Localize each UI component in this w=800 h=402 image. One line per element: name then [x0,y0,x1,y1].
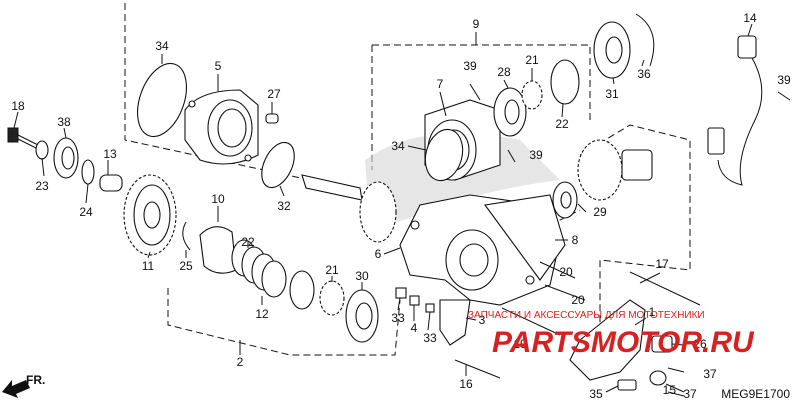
bearing-holder-5 [184,89,259,165]
circlip-36 [635,13,655,67]
callout-2: 2 [237,355,244,369]
callout-20b: 20 [571,293,585,307]
diagram-code: MEG9E1700 [721,387,790,401]
callout-24: 24 [79,205,93,219]
callout-12: 12 [255,307,269,321]
callout-21: 21 [325,263,339,277]
gasket-8 [484,194,566,281]
bearing-30 [345,289,379,343]
arm-3 [439,299,471,346]
bearing-38 [53,137,79,179]
callout-9: 9 [473,17,480,31]
callout-11: 11 [142,259,155,273]
o-ring-34 [137,62,187,138]
bolt-16 [454,359,501,379]
clip-35 [617,379,637,391]
watermark: ЗАПЧАСТИ И АКСЕССУАРЫ ДЛЯ МОТОТЕХНИКИ PA… [468,310,755,359]
callout-1: 1 [649,305,656,319]
front-arrow-label: FR. [26,373,45,387]
cam-10 [199,226,237,274]
bearing-29 [552,181,578,219]
washer-23 [35,140,49,160]
seal-4 [409,295,420,306]
callout-6: 6 [375,247,382,261]
bolts-37 [667,367,685,397]
spring-22 [231,239,287,298]
circlip-25 [182,221,191,251]
dowel-pin-27 [265,113,279,124]
callout-22-upper: 22 [555,117,569,131]
callout-20: 20 [559,265,573,279]
ring-gear [577,139,653,201]
callout-7: 7 [437,77,444,91]
callout-29: 29 [593,205,607,219]
callout-31: 31 [605,87,619,101]
callout-35: 35 [589,387,603,401]
callout-34: 34 [155,39,169,53]
cap-33 [395,287,407,299]
callout-22: 22 [241,235,255,249]
gear-11 [123,174,177,256]
nut-21-upper [521,80,543,110]
sensor-14 [707,35,763,186]
bolts-39 [469,83,516,163]
callout-3: 3 [479,313,486,327]
callouts: 34 5 27 32 18 38 23 24 13 11 25 10 22 12… [11,11,791,401]
bolt-19 [501,307,561,336]
callout-36: 36 [637,67,651,81]
cap-33b [425,303,435,313]
callout-13: 13 [103,147,117,161]
callout-37b: 37 [683,387,697,401]
callout-10: 10 [211,192,225,206]
callout-25: 25 [179,259,193,273]
o-ring-32 [261,141,295,189]
pinion-shaft [301,174,397,243]
leader-lines [13,23,753,393]
callout-38: 38 [57,115,71,129]
callout-21-upper: 21 [525,53,539,67]
callout-8: 8 [572,233,579,247]
callout-18: 18 [11,99,25,113]
shim-22 [550,59,580,105]
callout-33: 33 [391,311,405,325]
callout-32: 32 [277,199,291,213]
callout-33b: 33 [423,331,437,345]
nut-21 [319,280,345,316]
callout-14: 14 [743,11,757,25]
callout-17: 17 [655,257,669,271]
washer-24 [81,159,95,185]
watermark-subtitle: ЗАПЧАСТИ И АКСЕССУАРЫ ДЛЯ МОТОТЕХНИКИ [468,310,705,321]
callout-26: 26 [693,337,707,351]
callout-28: 28 [497,65,511,79]
screw-39 [777,91,791,101]
callout-37: 37 [703,367,717,381]
callout-27: 27 [267,87,281,101]
callout-15: 15 [663,383,677,397]
callout-4: 4 [411,321,418,335]
watermark-logo: PARTSMOTOR.RU [492,326,755,359]
callout-16: 16 [459,377,473,391]
washer-12 [289,270,315,310]
bolts-20 [539,261,586,301]
callout-34-upper: 34 [391,139,405,153]
bolt-17 [629,271,701,306]
callout-19: 19 [513,337,527,351]
callout-39-mid: 39 [529,148,543,162]
grommet-15 [649,370,667,386]
callout-39-right: 39 [777,73,791,87]
shading [365,133,560,230]
o-ring-34-upper [424,128,464,182]
bracket-1 [569,299,646,381]
bolt-18 [7,127,39,150]
front-arrow: FR. [2,373,45,398]
callout-23: 23 [35,179,49,193]
bearing-31 [593,21,631,79]
collar-13 [99,174,123,192]
bearing-28 [493,87,527,137]
callout-5: 5 [215,59,222,73]
callout-39: 39 [463,59,477,73]
callout-30: 30 [355,269,369,283]
